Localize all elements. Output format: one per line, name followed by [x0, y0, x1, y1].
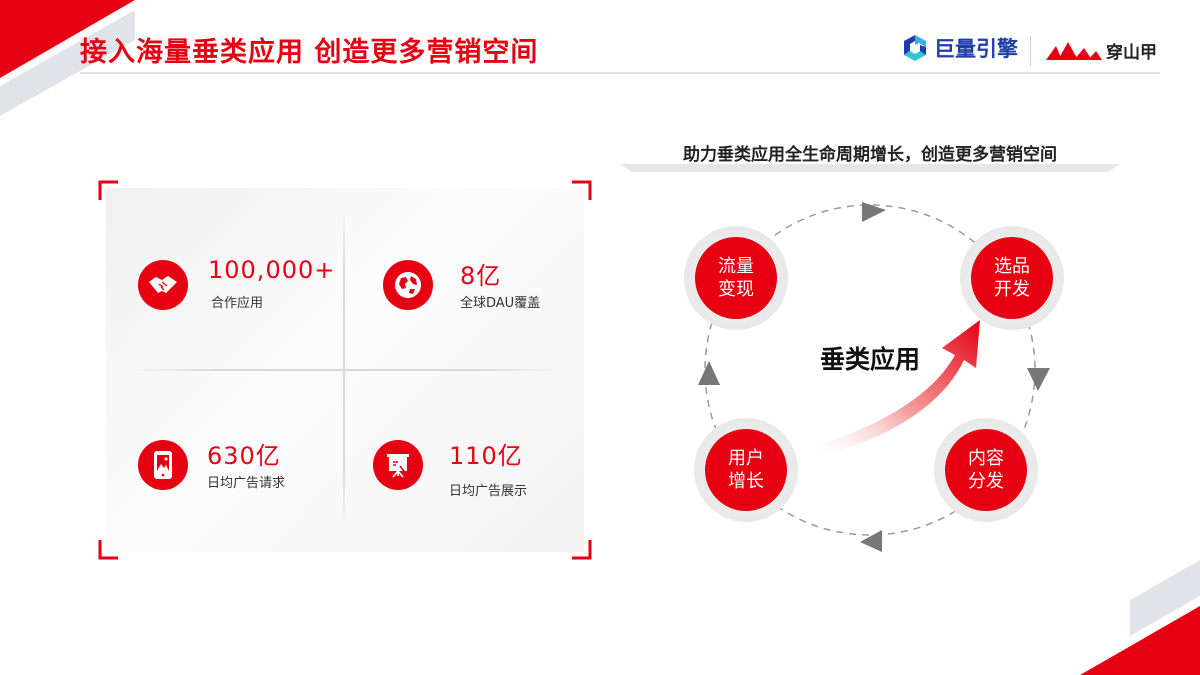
corner-decoration-top-left [0, 0, 135, 116]
cycle-node-label: 流量 [718, 256, 754, 277]
cycle-arrow [1027, 368, 1050, 391]
title-divider [80, 72, 1160, 74]
presentation-board-icon [373, 440, 423, 490]
cycle-node-label: 内容 [968, 448, 1004, 469]
stat-label: 日均广告展示 [449, 484, 528, 499]
cycle-arrow [862, 202, 886, 222]
stats-divider-horizontal [130, 369, 560, 371]
stat-value: 110亿 [449, 442, 523, 470]
cycle-node: 用户 增长 [694, 418, 798, 522]
ocean-engine-logo-icon [904, 35, 926, 61]
phone-image-icon [138, 440, 188, 490]
corner-decoration-bottom-right [1080, 560, 1200, 675]
pangle-logo-icon [1046, 41, 1102, 60]
handshake-icon [138, 260, 188, 310]
cycle-node: 内容 分发 [934, 418, 1038, 522]
cycle-node-label: 变现 [718, 279, 754, 300]
pangle-logo: 穿山甲 [1044, 38, 1157, 63]
page-title: 接入海量垂类应用 创造更多营销空间 [80, 37, 539, 68]
cycle-node-label: 选品 [994, 256, 1030, 277]
cycle-center-label: 垂类应用 [819, 345, 920, 374]
cycle-subtitle: 助力垂类应用全生命周期增长，创造更多营销空间 [683, 145, 1057, 165]
stat-value: 100,000+ [208, 256, 336, 284]
cycle-ring [698, 202, 1050, 552]
panel-corner-brackets [98, 180, 592, 560]
ocean-engine-logo-text: 巨量引擎 [934, 37, 1018, 61]
logo-divider [1030, 36, 1031, 66]
cycle-arrow [698, 361, 720, 385]
stat-label: 合作应用 [211, 296, 264, 311]
ocean-engine-logo: 巨量引擎 [900, 33, 1018, 63]
stat-value: 630亿 [207, 442, 281, 470]
cycle-node-label: 开发 [994, 279, 1030, 300]
cycle-node-label: 增长 [728, 471, 764, 492]
cycle-node-label: 分发 [968, 471, 1004, 492]
cycle-node: 选品 开发 [960, 226, 1064, 330]
stat-label: 日均广告请求 [207, 476, 286, 491]
globe-icon [383, 260, 433, 310]
cycle-node: 流量 变现 [684, 226, 788, 330]
growth-arrow [808, 320, 980, 458]
cycle-subtitle-banner: 助力垂类应用全生命周期增长，创造更多营销空间 [620, 138, 1120, 174]
stat-value: 8亿 [460, 262, 502, 290]
stat-label: 全球DAU覆盖 [460, 296, 541, 311]
pangle-logo-text: 穿山甲 [1106, 43, 1157, 63]
cycle-node-label: 用户 [728, 448, 764, 469]
cycle-arrow [860, 530, 882, 552]
